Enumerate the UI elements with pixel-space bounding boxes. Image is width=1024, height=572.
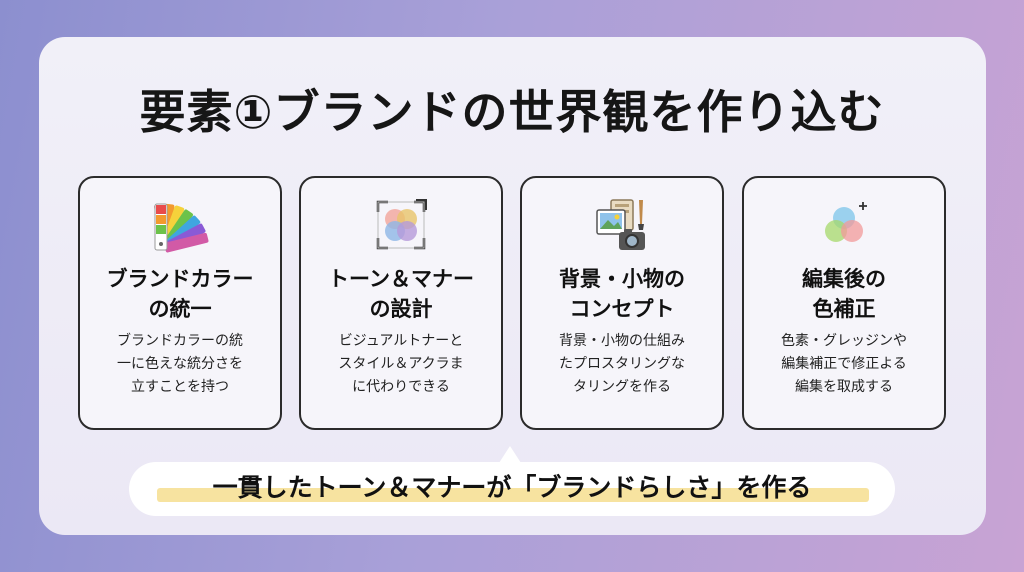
- tagline: 一貫したトーン＆マナーが「ブランドらしさ」を作る: [212, 473, 812, 502]
- card-description-line: 編集補正で修正よる: [781, 356, 907, 372]
- card-heading: 背景・小物の コンセプト: [528, 264, 716, 324]
- card-heading-line: の設計: [369, 297, 433, 321]
- card-description-line: に代わりできる: [352, 379, 450, 395]
- card-color-correction: 編集後の 色補正 色素・グレッジンや 編集補正で修正よる 編集を取成する: [742, 176, 946, 430]
- card-description-line: ブランドカラーの統: [117, 333, 243, 349]
- card-heading: ブランドカラー の統一: [86, 264, 274, 324]
- card-description: ブランドカラーの統 一に色えな統分さを 立すことを持つ: [88, 330, 272, 399]
- card-description-line: 編集を取成する: [795, 379, 893, 395]
- card-heading-line: コンセプト: [569, 297, 675, 321]
- card-brand-color: ブランドカラー の統一 ブランドカラーの統 一に色えな統分さを 立すことを持つ: [78, 176, 282, 430]
- card-heading-line: 背景・小物の: [559, 267, 685, 291]
- card-heading: トーン＆マナー の設計: [307, 264, 495, 324]
- card-heading-line: 編集後の: [802, 267, 886, 291]
- card-heading-line: の統一: [148, 297, 212, 321]
- card-description: ビジュアルトナーと スタイル＆アクラま に代わりできる: [309, 330, 493, 399]
- page-title: 要素①ブランドの世界観を作り込む: [139, 85, 885, 139]
- color-correction-icon: [825, 202, 867, 242]
- card-heading-line: 色補正: [812, 297, 876, 321]
- bubble-tail: [499, 446, 521, 463]
- card-tone-manner: トーン＆マナー の設計 ビジュアルトナーと スタイル＆アクラま に代わりできる: [299, 176, 503, 430]
- card-description: 背景・小物の仕組み たプロスタリングな タリングを作る: [530, 330, 714, 399]
- card-description: 色素・グレッジンや 編集補正で修正よる 編集を取成する: [752, 330, 936, 399]
- tagline-highlight: [157, 488, 869, 502]
- card-heading: 編集後の 色補正: [750, 264, 938, 324]
- card-description-line: 一に色えな統分さを: [117, 356, 243, 372]
- card-description-line: 立すことを持つ: [131, 379, 229, 395]
- card-description-line: たプロスタリングな: [559, 356, 685, 372]
- card-description-line: タリングを作る: [573, 379, 671, 395]
- color-swatch-icon: [154, 203, 209, 253]
- card-background-props: 背景・小物の コンセプト 背景・小物の仕組み たプロスタリングな タリングを作る: [520, 176, 724, 430]
- card-heading-line: ブランドカラー: [106, 267, 254, 291]
- tone-manner-icon: [376, 199, 427, 250]
- card-heading-line: トーン＆マナー: [328, 267, 474, 291]
- card-description-line: スタイル＆アクラま: [338, 356, 464, 372]
- card-description-line: 背景・小物の仕組み: [559, 333, 685, 349]
- card-description-line: ビジュアルトナーと: [338, 333, 464, 349]
- background-props-icon: [596, 199, 645, 250]
- card-description-line: 色素・グレッジンや: [781, 333, 907, 349]
